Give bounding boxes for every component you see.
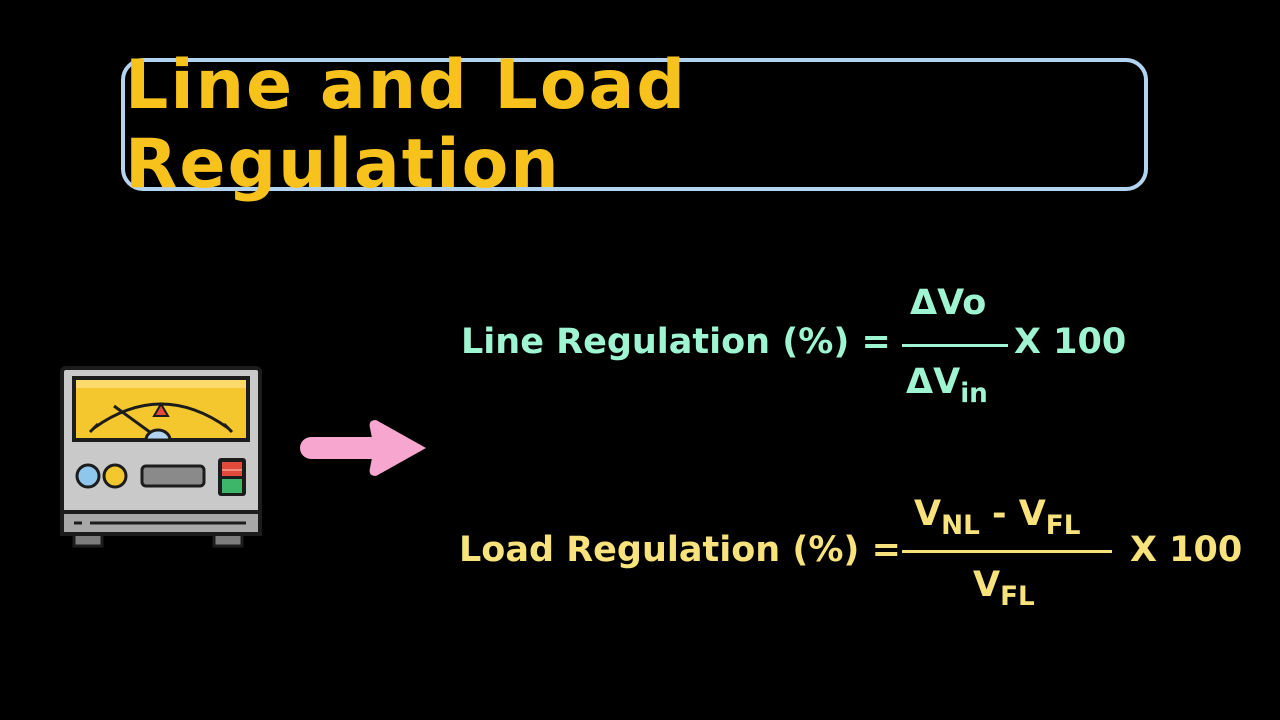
right-arrow-icon xyxy=(300,420,426,476)
voltmeter-power-supply-icon xyxy=(60,366,262,548)
line-regulation-multiplier: X 100 xyxy=(1014,322,1127,362)
load-regulation-fraction-bar xyxy=(902,550,1112,553)
line-regulation-denominator: ΔVin xyxy=(906,362,988,407)
numerator-v1: V xyxy=(914,494,942,534)
line-regulation-numerator: ΔVo xyxy=(910,283,987,323)
numerator-separator: - xyxy=(979,494,1019,534)
numerator-v2-sub: FL xyxy=(1045,511,1081,542)
line-regulation-label: Line Regulation (%) = xyxy=(461,322,891,362)
page-title: Line and Load Regulation xyxy=(125,45,688,204)
denominator-sub: FL xyxy=(1000,582,1035,613)
load-regulation-numerator: VNL - VFL xyxy=(914,494,1080,539)
load-regulation-denominator: VFL xyxy=(973,565,1035,610)
line-regulation-fraction-bar xyxy=(902,344,1008,347)
numerator-v1-sub: NL xyxy=(941,511,980,542)
title-box: Line and Load Regulation xyxy=(121,46,1148,204)
load-regulation-label: Load Regulation (%) = xyxy=(459,530,901,570)
numerator-v2: V xyxy=(1018,494,1046,534)
line-regulation-denominator-main: ΔV xyxy=(906,362,961,402)
load-regulation-multiplier: X 100 xyxy=(1130,530,1243,570)
denominator-main: V xyxy=(973,565,1001,605)
line-regulation-denominator-sub: in xyxy=(960,379,988,410)
